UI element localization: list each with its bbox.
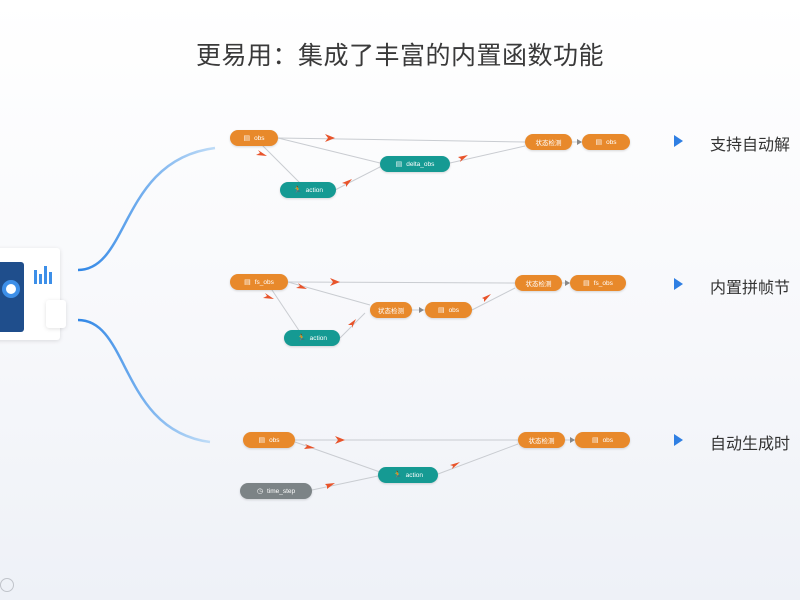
row2-fs-obs-output-node[interactable]: ▤fs_obs — [570, 275, 626, 291]
node-label: 状态检测 — [528, 438, 555, 445]
row3-action-node[interactable]: 🏃action — [378, 467, 438, 483]
triangle-right-icon — [674, 135, 683, 147]
node-label: obs — [254, 134, 265, 142]
row3-label: 自动生成时 — [710, 434, 791, 453]
page-title: 更易用：集成了丰富的内置函数功能 — [195, 41, 604, 70]
node-label: time_step — [266, 487, 296, 495]
row2-fs-obs-node[interactable]: ▤fs_obs — [230, 274, 288, 290]
node-label: action — [305, 186, 324, 194]
triangle-right-icon — [674, 278, 683, 290]
node-label: fs_obs — [254, 278, 274, 286]
row2-state-check-mid-node[interactable]: 状态检测 — [370, 302, 412, 318]
bar-chart-bar — [39, 274, 42, 284]
bar-chart-bar — [44, 266, 47, 284]
tag-icon: ▤ — [583, 280, 590, 287]
row1-obs-output-node[interactable]: ▤obs — [582, 134, 630, 150]
row2-state-check-node[interactable]: 状态检测 — [515, 275, 562, 291]
node-label: 状态检测 — [535, 140, 562, 147]
node-label: obs — [448, 306, 460, 314]
runner-icon: 🏃 — [292, 187, 302, 194]
runner-icon: 🏃 — [392, 472, 402, 479]
row2-action-node[interactable]: 🏃action — [284, 330, 340, 346]
row2-obs-mid-node[interactable]: ▤obs — [425, 302, 472, 318]
node-label: 状态检测 — [378, 308, 404, 315]
node-label: action — [405, 471, 424, 479]
slide-nav-icon[interactable] — [0, 578, 14, 592]
node-label: action — [309, 334, 328, 342]
donut-chart-icon — [2, 280, 20, 298]
row3-obs-output-node[interactable]: ▤obs — [575, 432, 630, 448]
row1-label: 支持自动解 — [710, 135, 791, 154]
row2-label: 内置拼帧节 — [710, 278, 791, 297]
node-label: obs — [602, 436, 614, 444]
branch-curve-1 — [77, 146, 216, 272]
runner-icon: 🏃 — [296, 335, 306, 342]
tag-icon: ▤ — [243, 135, 251, 142]
tag-icon: ▤ — [437, 307, 445, 314]
row1-action-node[interactable]: 🏃action — [280, 182, 336, 198]
row1-obs-node[interactable]: ▤obs — [230, 130, 278, 146]
tag-icon: ▤ — [591, 437, 599, 444]
bar-chart-icon — [34, 270, 37, 284]
row1-state-check-node[interactable]: 状态检测 — [525, 134, 572, 150]
node-label: 状态检测 — [525, 281, 552, 288]
tag-icon: ▤ — [595, 139, 603, 146]
tag-icon: ▤ — [258, 437, 266, 444]
tag-icon: ▤ — [395, 161, 403, 168]
row3-time-step-node[interactable]: ◷time_step — [240, 483, 312, 499]
clock-icon: ◷ — [256, 488, 263, 495]
row1-delta-obs-node[interactable]: ▤delta_obs — [380, 156, 450, 172]
triangle-right-icon — [674, 434, 683, 446]
node-label: fs_obs — [593, 279, 613, 287]
node-label: obs — [269, 436, 280, 444]
row3-state-check-node[interactable]: 状态检测 — [518, 432, 565, 448]
bar-chart-bar — [49, 272, 52, 284]
node-label: obs — [606, 138, 617, 146]
row3-obs-node[interactable]: ▤obs — [243, 432, 295, 448]
branch-curve-3 — [77, 318, 211, 444]
node-label: delta_obs — [406, 160, 435, 168]
mini-card — [46, 300, 66, 328]
tag-icon: ▤ — [244, 279, 251, 286]
